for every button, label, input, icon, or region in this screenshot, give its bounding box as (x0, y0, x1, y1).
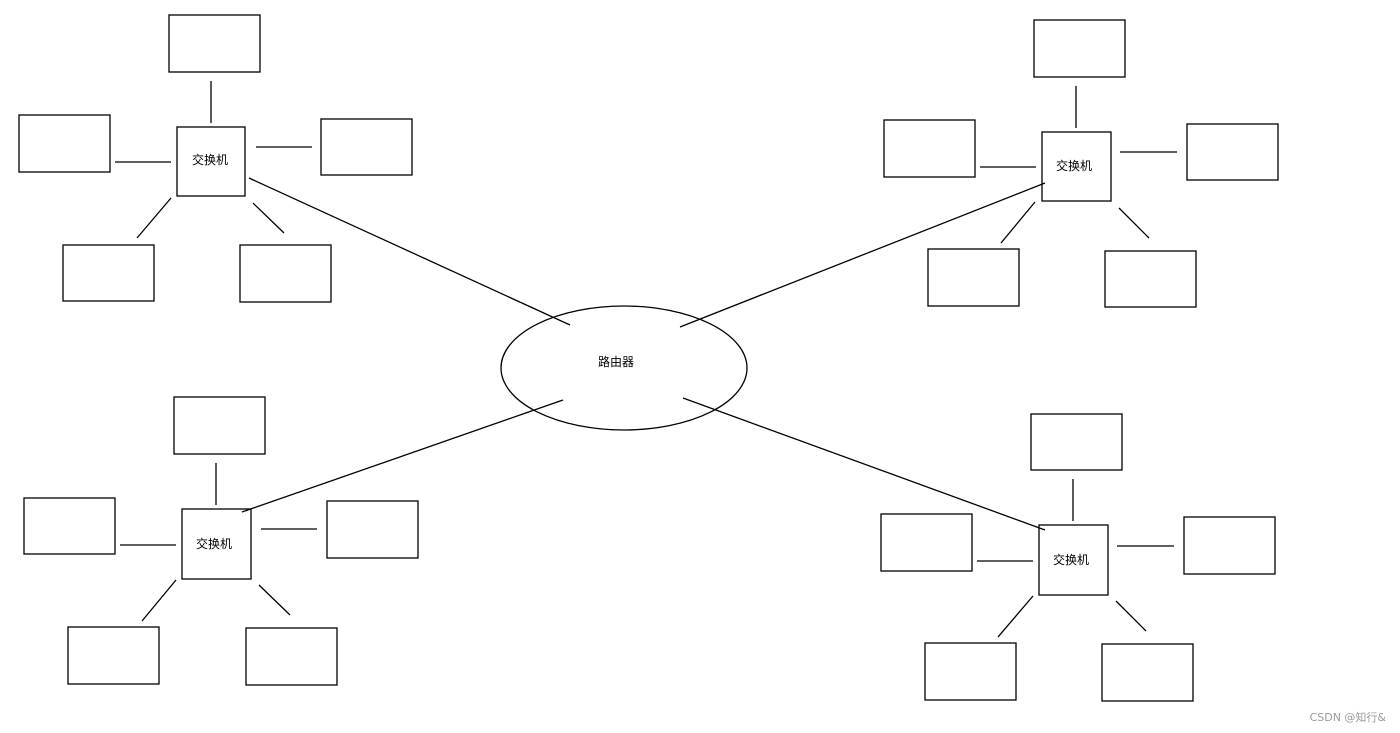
host-1-top (168, 14, 261, 73)
host-3-right (326, 500, 419, 559)
switch-2 (1041, 131, 1112, 202)
link-2-bottom-right (1118, 207, 1150, 239)
host-3-top (173, 396, 266, 455)
uplinks (241, 177, 1046, 531)
switch-group-4: 交换机 (880, 413, 1276, 702)
switch-group-2: 交换机 (883, 19, 1279, 308)
switch-2-label: 交换机 (1056, 158, 1092, 173)
uplink-switch-4 (682, 397, 1046, 531)
router-label: 路由器 (598, 354, 634, 369)
host-3-bottom-left (67, 626, 160, 685)
link-1-bottom-right (252, 202, 285, 234)
switch-4 (1038, 524, 1109, 596)
link-4-bottom-right (1115, 600, 1147, 632)
router-ellipse (500, 305, 748, 431)
host-4-top (1030, 413, 1123, 471)
host-1-bottom-right (239, 244, 332, 303)
host-2-left (883, 119, 976, 178)
switch-3 (181, 508, 252, 580)
switch-4-label: 交换机 (1053, 552, 1089, 567)
host-3-bottom-right (245, 627, 338, 686)
host-2-right (1186, 123, 1279, 181)
switch-group-3: 交换机 (23, 396, 419, 686)
host-1-left (18, 114, 111, 173)
host-2-bottom-right (1104, 250, 1197, 308)
router: 路由器 (500, 305, 748, 431)
link-3-bottom-right (258, 584, 291, 616)
host-4-right (1183, 516, 1276, 575)
link-2-bottom-left (1000, 201, 1036, 244)
csdn-watermark: CSDN @知行& (1309, 711, 1386, 724)
host-4-left (880, 513, 973, 572)
host-4-bottom-left (924, 642, 1017, 701)
uplink-switch-2 (679, 182, 1046, 328)
switch-group-1: 交换机 (18, 14, 413, 303)
host-2-top (1033, 19, 1126, 78)
switch-3-label: 交换机 (196, 536, 232, 551)
host-4-bottom-right (1101, 643, 1194, 702)
link-1-bottom-left (136, 197, 172, 239)
host-1-bottom-left (62, 244, 155, 302)
switch-1 (176, 126, 246, 197)
switch-1-label: 交换机 (192, 152, 228, 167)
link-3-bottom-left (141, 579, 177, 622)
uplink-switch-1 (248, 177, 571, 326)
uplink-switch-3 (241, 399, 564, 513)
host-1-right (320, 118, 413, 176)
host-3-left (23, 497, 116, 555)
host-2-bottom-left (927, 248, 1020, 307)
link-4-bottom-left (997, 595, 1034, 638)
